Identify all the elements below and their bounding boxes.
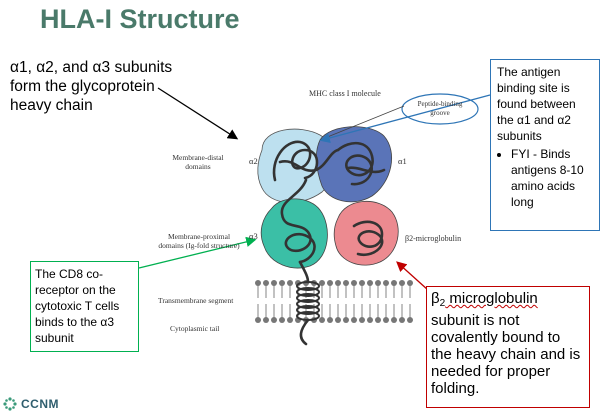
membrane-bilayer — [255, 280, 420, 323]
b2m-subscript: 2 — [439, 298, 446, 309]
b2m-beta: β — [431, 290, 440, 307]
ccnm-logo-icon — [3, 397, 17, 411]
b2m-box: β2 microglobulin subunit is not covalent… — [426, 286, 590, 408]
antigen-bullet: FYI - Binds antigens 8-10 amino acids lo… — [511, 146, 593, 210]
mhc-label: MHC class I molecule — [309, 89, 381, 98]
alpha3-domain — [260, 198, 328, 269]
heavy-chain-arrow — [157, 87, 239, 140]
ccnm-logo-text: CCNM — [21, 397, 59, 411]
polypeptide-chain — [272, 140, 386, 284]
alpha1-domain — [316, 126, 392, 203]
cytoplasmic-label: Cytoplasmic tail — [170, 324, 220, 333]
alpha2-label: α2 — [249, 156, 258, 166]
groove-pointer-line — [319, 105, 405, 141]
antigen-bullet-list: FYI - Binds antigens 8-10 amino acids lo… — [497, 146, 593, 210]
antigen-binding-text: The antigen binding site is found betwee… — [497, 65, 576, 143]
antigen-arrow — [319, 94, 491, 144]
heavy-chain-note: α1, α2, and α3 subunits form the glycopr… — [10, 59, 173, 114]
ccnm-logo: CCNM — [3, 397, 59, 411]
proximal-label: Membrane-proximal domains (Ig-fold struc… — [158, 232, 240, 250]
b2m-word: microglobulin — [445, 290, 538, 307]
cd8-arrow — [138, 236, 257, 269]
transmembrane-label: Transmembrane segment — [158, 296, 234, 305]
b2m-rest: subunit is not covalently bound to the h… — [431, 312, 581, 397]
groove-label: Peptide-binding groove — [417, 100, 463, 117]
alpha3-label: α3 — [249, 231, 258, 241]
cd8-box: The CD8 co-receptor on the cytotoxic T c… — [30, 261, 139, 352]
page-title: HLA-I Structure — [40, 4, 240, 34]
antigen-binding-box: The antigen binding site is found betwee… — [490, 59, 600, 231]
b2m-arrow — [396, 261, 429, 291]
cytoplasmic-tail — [299, 318, 310, 346]
b2m-domain — [333, 200, 399, 266]
alpha1-label: α1 — [398, 156, 407, 166]
b2m-diagram-label: β2-microglobulin — [405, 234, 462, 243]
distal-label: Membrane-distal domains — [172, 153, 224, 171]
